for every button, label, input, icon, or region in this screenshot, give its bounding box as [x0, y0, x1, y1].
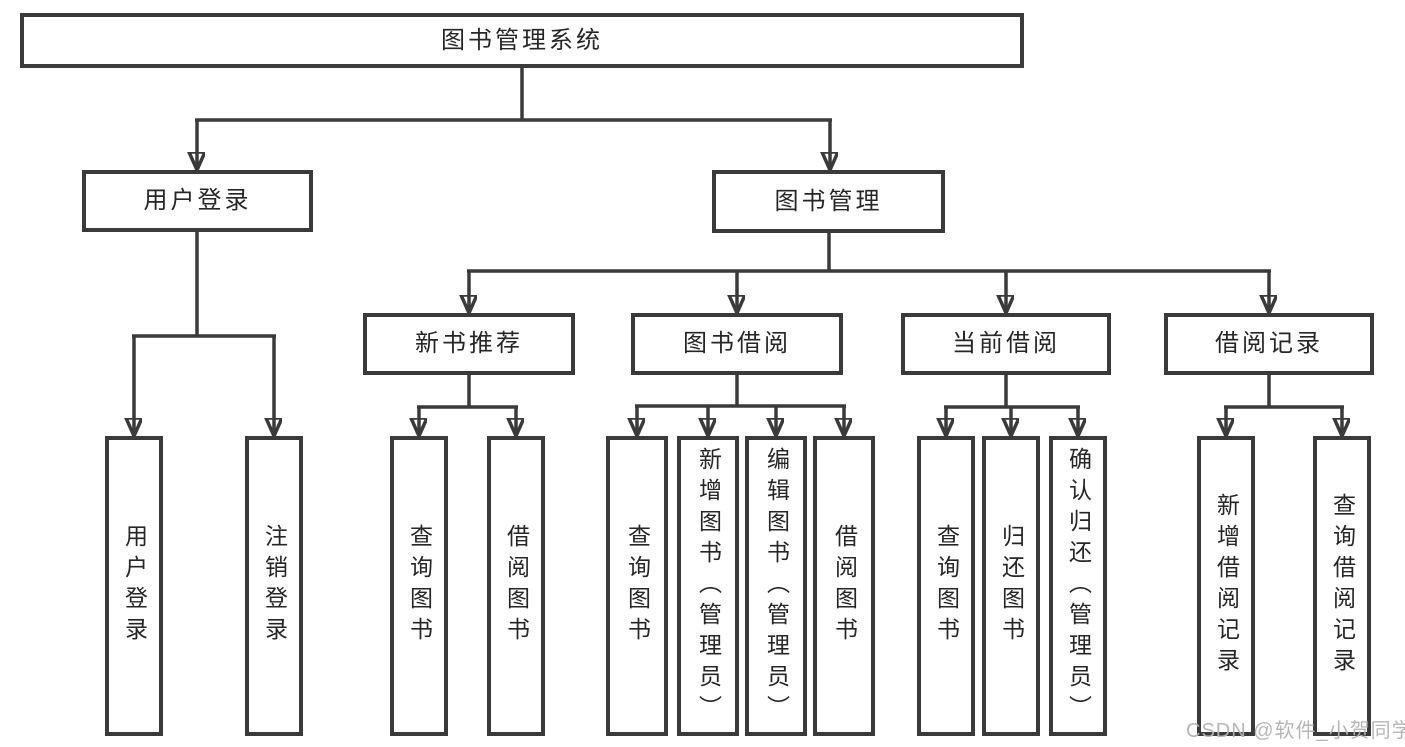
leaf-borrow-borrow-books-label: 借阅图书 — [831, 524, 858, 648]
leaf-records-add-record: 新增借阅记录 — [1197, 436, 1255, 736]
node-new-book-recommend: 新书推荐 — [363, 313, 575, 375]
node-library-system-label: 图书管理系统 — [441, 26, 603, 54]
leaf-borrow-edit-books: 编辑图书（管理员） — [745, 436, 807, 736]
leaf-logout-label: 注销登录 — [261, 524, 288, 648]
leaf-current-query-books-label: 查询图书 — [933, 524, 960, 648]
node-book-management-label: 图书管理 — [774, 187, 883, 215]
leaf-borrow-query-books-label: 查询图书 — [624, 524, 651, 648]
leaf-current-return-books-label: 归还图书 — [998, 524, 1025, 648]
node-book-borrowing: 图书借阅 — [631, 313, 843, 375]
leaf-borrow-add-books: 新增图书（管理员） — [677, 436, 739, 736]
node-borrowing-records: 借阅记录 — [1164, 313, 1374, 375]
leaf-current-return-books: 归还图书 — [982, 436, 1040, 736]
leaf-current-confirm-return-label: 确认归还（管理员） — [1065, 446, 1092, 726]
leaf-user-login: 用户登录 — [105, 436, 163, 736]
leaf-borrow-add-books-label: 新增图书（管理员） — [695, 446, 722, 726]
leaf-borrow-query-books: 查询图书 — [606, 436, 668, 736]
node-user-login: 用户登录 — [82, 170, 313, 232]
node-book-management: 图书管理 — [712, 170, 945, 233]
leaf-records-query-record-label: 查询借阅记录 — [1329, 493, 1356, 679]
leaf-borrow-borrow-books: 借阅图书 — [813, 436, 875, 736]
node-user-login-label: 用户登录 — [143, 187, 252, 214]
leaf-recommend-query-books-label: 查询图书 — [406, 524, 433, 648]
leaf-user-login-label: 用户登录 — [121, 524, 148, 648]
csdn-watermark: CSDN @软件_小贺同学 — [1186, 720, 1405, 742]
leaf-current-query-books: 查询图书 — [917, 436, 975, 736]
node-current-borrowing-label: 当前借阅 — [952, 330, 1060, 357]
leaf-borrow-edit-books-label: 编辑图书（管理员） — [763, 446, 790, 726]
node-book-borrowing-label: 图书借阅 — [683, 330, 791, 357]
node-current-borrowing: 当前借阅 — [901, 313, 1111, 375]
node-new-book-recommend-label: 新书推荐 — [415, 330, 523, 357]
leaf-records-add-record-label: 新增借阅记录 — [1213, 493, 1240, 679]
leaf-current-confirm-return: 确认归还（管理员） — [1049, 436, 1107, 736]
leaf-recommend-borrow-books-label: 借阅图书 — [503, 524, 530, 648]
leaf-records-query-record: 查询借阅记录 — [1313, 436, 1371, 736]
node-borrowing-records-label: 借阅记录 — [1215, 330, 1323, 357]
leaf-recommend-query-books: 查询图书 — [390, 436, 448, 736]
leaf-logout: 注销登录 — [245, 436, 303, 736]
leaf-recommend-borrow-books: 借阅图书 — [487, 436, 545, 736]
node-library-system: 图书管理系统 — [20, 13, 1024, 68]
